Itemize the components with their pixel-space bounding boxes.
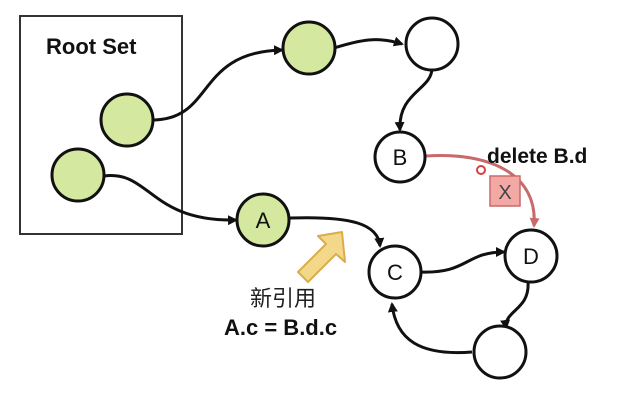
deleted-edge-b-to-d [425,154,540,228]
edge-w1-to-b [394,67,434,132]
edge-root2-to-a [103,174,238,226]
deleted-edge-cursor-dot [476,165,486,175]
root-set-box [19,15,183,235]
x-mark-icon: X [489,175,521,207]
edge-root1-to-g1 [151,45,284,122]
new-ref-expression: A.c = B.d.c [224,315,337,340]
edge-a-to-c [289,216,385,248]
up-right-arrow-icon [297,231,346,283]
node-c [367,244,423,300]
reachable-node-top [281,20,337,76]
root-node-1 [99,92,155,148]
edge-g1-to-w1 [333,36,404,50]
new-ref-title: 新引用 [250,287,316,312]
node-b [373,130,427,184]
edge-d-to-w2 [500,281,530,330]
node-a-label: A [256,208,271,233]
node-d [503,228,559,284]
delete-mark-text: X [498,182,511,204]
edge-c-to-d [419,247,506,274]
node-d-label: D [523,244,539,269]
node-b-label: B [393,145,408,170]
root-set-title: Root Set [46,34,137,59]
node-top-right [404,16,460,72]
node-bottom [472,324,528,380]
root-node-2 [50,147,106,203]
delete-label: delete B.d [487,145,587,168]
node-c-label: C [387,260,403,285]
node-a [235,192,291,248]
edge-w2-to-c [387,302,473,355]
